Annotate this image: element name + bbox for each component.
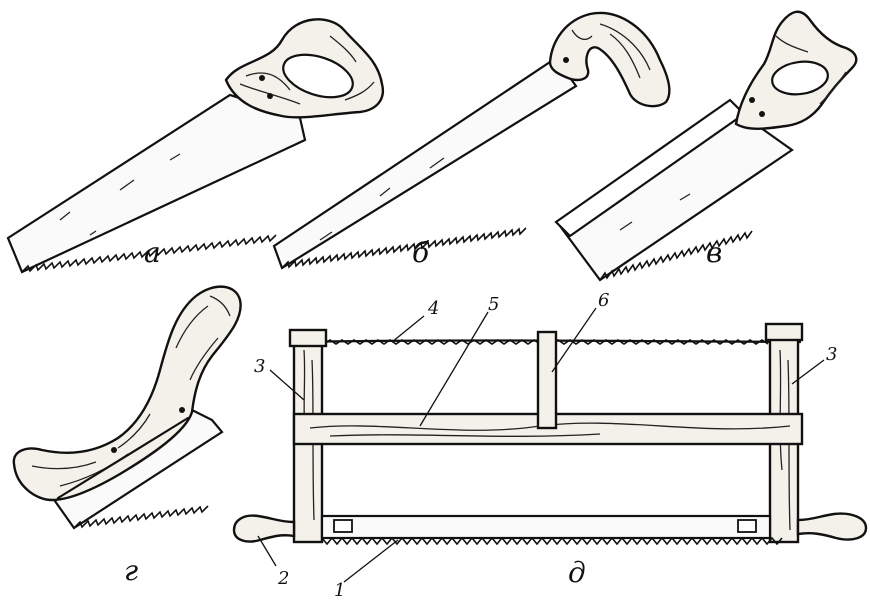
saw-v-handle-grip-hole	[771, 60, 829, 96]
saw-d-label: д	[568, 556, 586, 589]
callout-4-tension-cord: 4	[427, 298, 439, 319]
callout-5-stretcher-bar: 5	[488, 294, 499, 315]
saw-b-label: б	[412, 236, 430, 269]
frame-saw-blade	[320, 514, 772, 540]
saw-b-narrow-handsaw: б	[272, 11, 671, 270]
saw-d-frame-saw: 4 5 6 3 3 2 1 д	[232, 290, 868, 600]
frame-saw-left-handle	[232, 514, 296, 543]
saw-g-gents-saw: г	[12, 285, 242, 587]
saw-v-teeth	[599, 230, 753, 281]
saw-g-label: г	[124, 554, 138, 587]
callout-3-left-upright: 3	[254, 356, 265, 377]
callout-2-handle: 2	[277, 568, 289, 589]
saw-a-wide-handsaw: а	[6, 18, 385, 274]
saw-a-teeth	[21, 234, 277, 273]
saw-v-label: в	[706, 236, 722, 269]
saw-b-teeth	[281, 227, 527, 269]
callout-6-twisting-stick: 6	[598, 290, 609, 311]
callout-3-right-upright: 3	[826, 344, 837, 365]
saw-a-handle-grip-hole	[282, 53, 354, 99]
saw-b-handle	[548, 11, 671, 108]
saw-g-teeth	[73, 505, 209, 529]
saw-v-backsaw: в	[554, 10, 858, 282]
callout-1-blade: 1	[334, 580, 345, 600]
saw-a-label: а	[144, 236, 161, 269]
saw-b-blade	[272, 56, 578, 270]
saw-a-blade	[6, 93, 307, 274]
frame-saw-right-handle	[796, 512, 868, 541]
saw-g-handle	[12, 285, 242, 502]
frame-saw-blade-teeth	[321, 536, 783, 546]
frame-saw-twisting-stick	[536, 330, 558, 430]
